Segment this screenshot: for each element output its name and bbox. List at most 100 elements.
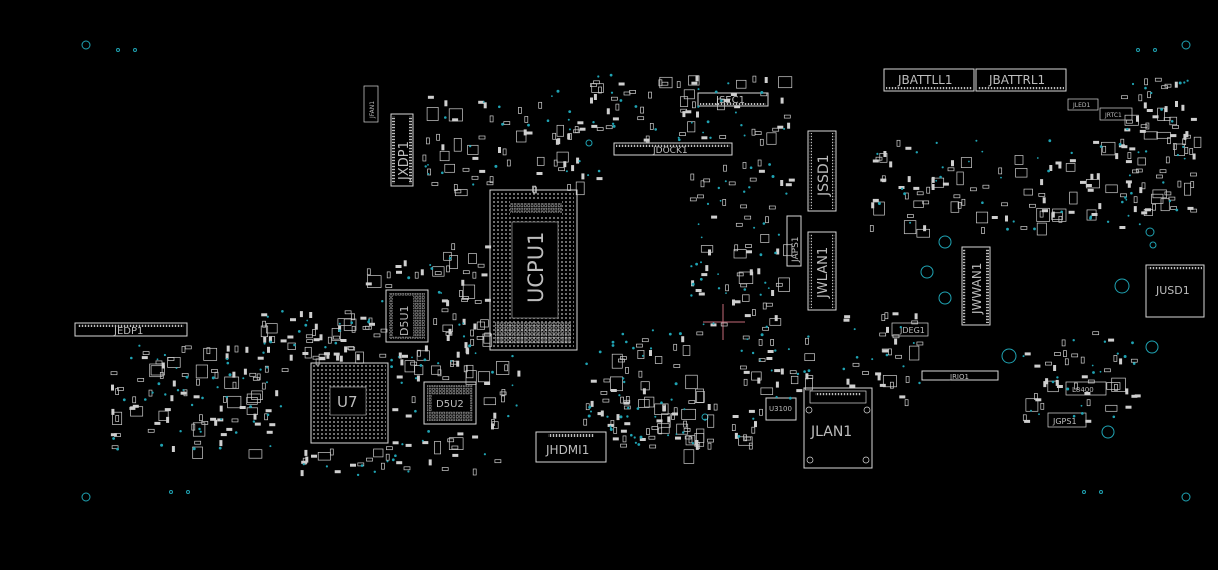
smd-pad [365,325,372,330]
jfan1-connector[interactable]: JFAN1 [363,85,379,123]
smd-pad [689,197,697,202]
smd-pad [410,361,418,366]
ic-outline [879,153,888,163]
ic-outline [248,449,263,459]
smd-pad [648,91,652,99]
smd-pad [757,268,761,275]
smd-pad [667,416,671,423]
smd-pad [183,389,188,397]
jwwan1-connector[interactable]: JWWAN1 [961,246,991,326]
via [691,442,695,445]
smd-pad [141,356,148,360]
smd-pad [499,391,507,396]
jdock1-connector[interactable]: JDOCK1 [613,142,733,156]
ic-outline [439,150,450,162]
jhdmi1-connector[interactable]: JHDMI1 [535,431,607,463]
smd-pad [563,161,567,168]
smd-pad [111,408,115,415]
via [507,414,510,418]
smd-pad [957,202,962,209]
japs1-connector[interactable]: JAPS1 [786,215,802,267]
ic-outline [1157,107,1165,121]
jrtc1-label: JRTC1 [1104,112,1122,119]
smd-pad [405,414,412,418]
smd-pad [740,283,748,288]
smd-pad [261,313,268,317]
jwlan1-connector[interactable]: JWLAN1 [807,231,837,311]
ucpu1-component[interactable]: UCPU1 [489,189,578,351]
jssd1-connector[interactable]: JSSD1 [807,130,837,212]
smd-pad [447,438,455,443]
ic-outline [343,318,357,331]
jxdp1-connector[interactable]: JXDP1 [390,113,414,187]
jrtc1-connector[interactable]: JRTC1 [1099,107,1133,121]
smd-pad [707,438,714,443]
smd-pad [649,444,657,449]
via [610,91,614,94]
jled1-connector[interactable]: JLED1 [1067,98,1099,111]
smd-pad [226,427,233,431]
smd-pad [766,302,773,307]
jlan1-label: JLAN1 [810,424,852,440]
via [483,453,486,456]
smd-pad [210,417,217,421]
jlan1-connector[interactable]: JLAN1 [803,387,873,469]
d5u1-component[interactable]: D5U1 [385,289,429,343]
jbattll1-connector[interactable]: JBATTLL1 [883,68,975,92]
smd-pad [257,356,264,360]
smd-pad [651,426,659,430]
u7-component[interactable]: U7 [310,362,389,444]
smd-pad [646,428,650,435]
smd-pad [1061,339,1066,347]
ic-outline [610,376,623,392]
via [1099,145,1103,148]
ic-outline [246,393,261,403]
via [612,124,616,128]
via [762,222,766,225]
ic-outline [414,365,424,376]
d5u2-component[interactable]: D5U2 [423,381,477,425]
smd-pad [1129,147,1136,151]
smd-pad [615,103,620,111]
smd-pad [597,412,604,416]
via [1080,412,1084,415]
via [234,431,238,434]
via [700,236,703,239]
smd-pad [1167,137,1171,145]
smd-pad [557,138,561,145]
u3100-component[interactable]: U3100 [765,397,797,421]
via [1137,151,1140,154]
via [632,346,635,350]
smd-pad [895,354,902,359]
jusd1-connector[interactable]: JUSD1 [1145,264,1205,318]
smd-pad [649,123,654,130]
smd-pad [742,162,747,169]
smd-pad [334,470,341,474]
via [630,433,633,437]
smd-pad [780,180,784,186]
smd-pad [1125,388,1129,395]
via [423,358,427,362]
smd-pad [498,147,501,153]
via [218,446,222,450]
smd-pad [916,341,924,346]
via [902,365,905,368]
jedp1-connector[interactable]: JEDP1 [74,322,188,337]
smd-pad [427,95,434,99]
via [619,99,623,102]
via [306,319,309,322]
ic-outline [778,277,790,292]
smd-pad [502,148,507,156]
via [1160,108,1163,111]
smd-pad [849,384,856,388]
jrio1-connector[interactable]: JRIO1 [921,370,999,381]
ic-outline [150,365,165,376]
via [1144,86,1147,90]
jgps1-connector[interactable]: JGPS1 [1047,412,1087,428]
jbattrl1-connector[interactable]: JBATTRL1 [975,68,1067,92]
via [706,202,710,205]
jdeg1-connector[interactable]: JDEG1 [891,322,929,337]
smd-pad [846,378,850,385]
smd-pad [211,369,218,373]
smd-pad [385,453,390,461]
